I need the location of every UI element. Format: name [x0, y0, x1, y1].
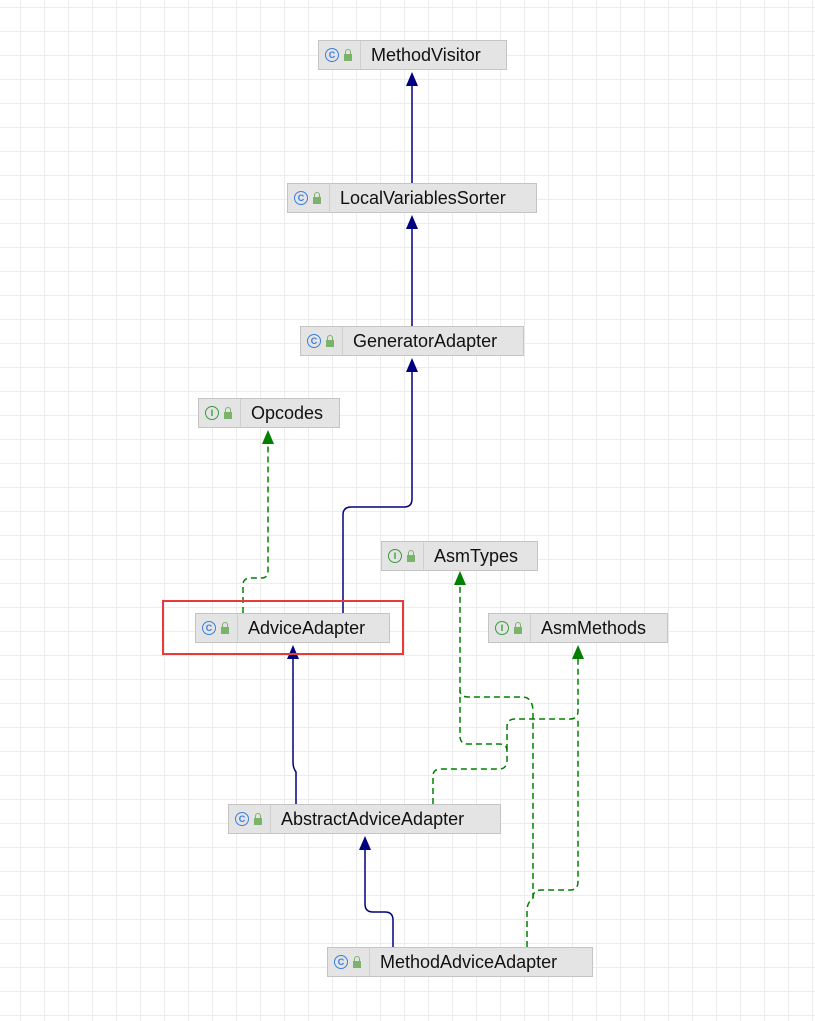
arrowhead-icon [262, 430, 274, 444]
divider [240, 399, 241, 427]
divider [369, 948, 370, 976]
edge-maa-extends-aaa [364, 850, 394, 947]
node-opcodes[interactable]: I Opcodes [198, 398, 340, 428]
divider [342, 327, 343, 355]
lock-icon [254, 812, 262, 825]
lock-icon [514, 621, 522, 634]
divider [270, 805, 271, 833]
node-label: AdviceAdapter [248, 617, 366, 638]
class-icon: C [307, 334, 321, 348]
node-label: AsmTypes [434, 545, 519, 566]
arrowhead-icon [406, 72, 418, 86]
divider [423, 542, 424, 570]
edge-aa-extends-ga [342, 372, 413, 613]
edge-aaa-implements-asmtypes [432, 585, 508, 804]
node-label: MethodVisitor [371, 44, 481, 65]
arrowhead-icon [454, 571, 466, 585]
arrowhead-icon [406, 358, 418, 372]
node-label: GeneratorAdapter [353, 330, 498, 351]
node-advice-adapter[interactable]: C AdviceAdapter [195, 613, 390, 643]
divider [237, 614, 238, 642]
selection-highlight [162, 600, 404, 655]
node-label: Opcodes [251, 402, 324, 423]
lock-icon [407, 549, 415, 562]
arrowhead-icon [287, 645, 299, 659]
node-abstract-advice-adapter[interactable]: C AbstractAdviceAdapter [228, 804, 501, 834]
lock-icon [353, 955, 361, 968]
node-method-visitor[interactable]: C MethodVisitor [318, 40, 507, 70]
class-icon: C [202, 621, 216, 635]
arrowhead-icon [359, 836, 371, 850]
arrowhead-icon [406, 215, 418, 229]
edge-maa-implements-asmmethods [532, 719, 579, 899]
node-method-advice-adapter[interactable]: C MethodAdviceAdapter [327, 947, 593, 977]
edge-maa-implements-asmtypes [459, 689, 534, 947]
node-label: LocalVariablesSorter [340, 187, 506, 208]
edge-aaa-implements-asmmethods [506, 659, 579, 750]
node-label: AsmMethods [541, 617, 647, 638]
divider [530, 614, 531, 642]
node-asm-methods[interactable]: I AsmMethods [488, 613, 668, 643]
lock-icon [313, 191, 321, 204]
node-generator-adapter[interactable]: C GeneratorAdapter [300, 326, 524, 356]
interface-icon: I [205, 406, 219, 420]
interface-icon: I [388, 549, 402, 563]
lock-icon [344, 48, 352, 61]
interface-icon: I [495, 621, 509, 635]
node-local-variables-sorter[interactable]: C LocalVariablesSorter [287, 183, 537, 213]
divider [360, 41, 361, 69]
lock-icon [326, 334, 334, 347]
arrowhead-icon [572, 645, 584, 659]
lock-icon [224, 406, 232, 419]
class-icon: C [235, 812, 249, 826]
node-asm-types[interactable]: I AsmTypes [381, 541, 538, 571]
lock-icon [221, 621, 229, 634]
divider [329, 184, 330, 212]
node-label: MethodAdviceAdapter [380, 951, 558, 972]
edge-aa-implements-opcodes [242, 444, 269, 613]
edge-aaa-extends-aa [292, 659, 297, 804]
node-label: AbstractAdviceAdapter [281, 808, 465, 829]
class-icon: C [334, 955, 348, 969]
class-icon: C [325, 48, 339, 62]
class-icon: C [294, 191, 308, 205]
